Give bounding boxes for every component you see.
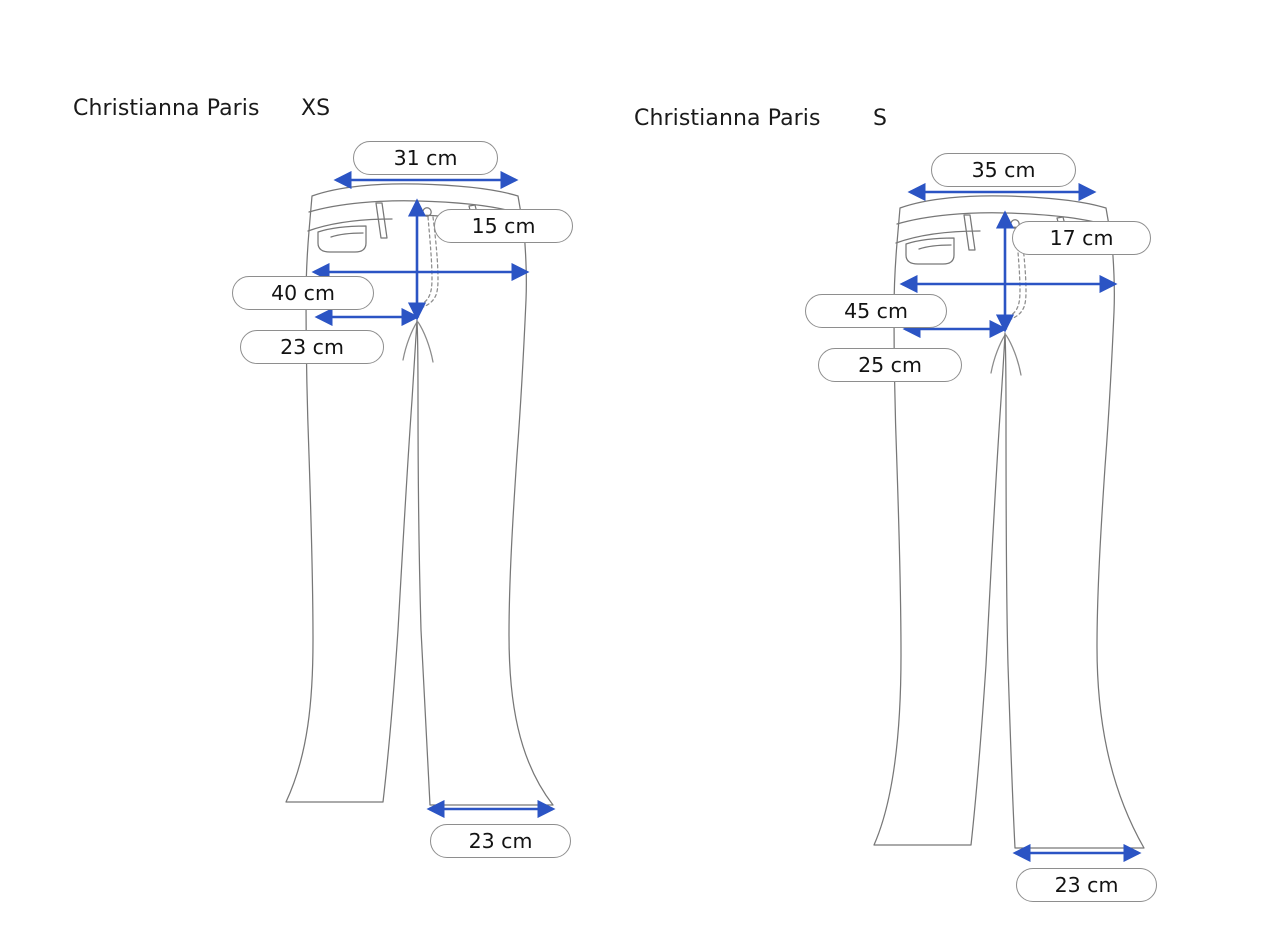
size-code-xs: XS	[301, 96, 331, 121]
size-panel-s: Christianna Paris S	[560, 0, 1202, 929]
measurement-label-thigh-xs: 23 cm	[240, 330, 384, 364]
measurement-arrows-xs	[311, 170, 556, 819]
size-panel-xs: Christianna Paris XS	[73, 96, 573, 858]
brand-name-s: Christianna Paris	[634, 106, 821, 131]
measurement-label-hem-xs: 23 cm	[430, 824, 571, 858]
measurement-label-hem-s: 23 cm	[1016, 868, 1157, 902]
measurement-label-rise-s: 17 cm	[1012, 221, 1151, 255]
measurement-label-waist-s: 35 cm	[931, 153, 1076, 187]
measurement-label-thigh-s: 25 cm	[818, 348, 962, 382]
measurement-arrows-s	[899, 182, 1142, 863]
measurement-label-hip-s: 45 cm	[805, 294, 947, 328]
brand-name-xs: Christianna Paris	[73, 96, 260, 121]
size-code-s: S	[873, 106, 888, 131]
measurement-label-rise-xs: 15 cm	[434, 209, 573, 243]
measurement-label-hip-xs: 40 cm	[232, 276, 374, 310]
measurement-label-waist-xs: 31 cm	[353, 141, 498, 175]
